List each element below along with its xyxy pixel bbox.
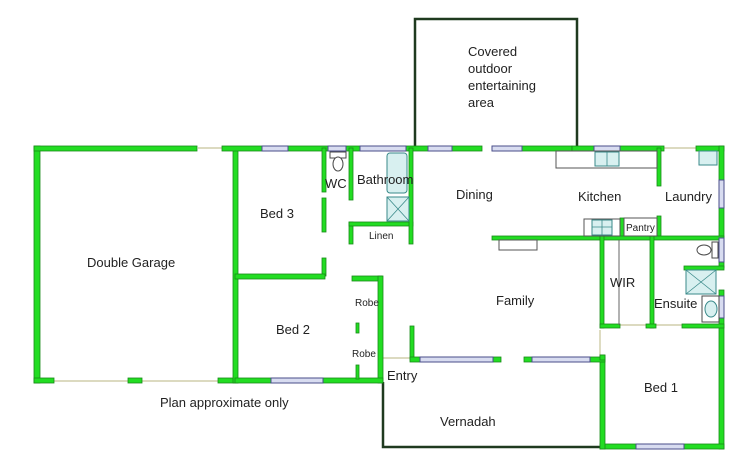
- wall: [599, 235, 725, 241]
- window: [427, 145, 453, 152]
- wall: [649, 235, 655, 329]
- family-bench: [498, 239, 538, 251]
- window: [491, 145, 523, 152]
- window: [718, 179, 725, 209]
- window: [718, 237, 725, 263]
- wall: [348, 221, 414, 227]
- wall: [351, 275, 383, 282]
- wall: [571, 145, 595, 152]
- window: [593, 145, 621, 152]
- label-outdoor-line1: Covered: [468, 44, 517, 59]
- toilet-bowl: [332, 156, 344, 172]
- label-outdoor-line2: outdoor: [468, 61, 513, 76]
- wall: [491, 235, 603, 241]
- label-linen: Linen: [369, 231, 393, 242]
- wall: [321, 197, 327, 233]
- wall: [718, 145, 725, 181]
- vernadah-outline: [381, 382, 602, 449]
- label-bed1: Bed 1: [644, 380, 678, 395]
- wall: [221, 145, 263, 152]
- wall: [599, 235, 605, 329]
- wall: [599, 443, 637, 450]
- label-kitchen: Kitchen: [578, 189, 621, 204]
- wall: [408, 147, 414, 245]
- wall: [619, 217, 625, 239]
- wall: [377, 275, 384, 384]
- wall: [321, 147, 327, 193]
- window: [531, 356, 591, 363]
- wall: [321, 257, 327, 277]
- wall: [521, 145, 573, 152]
- wall: [322, 377, 384, 384]
- wall: [683, 265, 725, 271]
- label-bed3: Bed 3: [260, 206, 294, 221]
- wall: [409, 356, 421, 363]
- wall: [718, 317, 725, 450]
- wall: [718, 289, 725, 297]
- room-labels: Covered outdoor entertaining area Double…: [87, 44, 712, 429]
- wall: [33, 377, 55, 384]
- window: [359, 145, 407, 152]
- label-dining: Dining: [456, 187, 493, 202]
- fixtures: [329, 150, 720, 325]
- wall: [656, 147, 662, 187]
- wall: [348, 147, 354, 201]
- wall: [33, 145, 198, 152]
- plan-caption: Plan approximate only: [160, 395, 289, 410]
- label-laundry: Laundry: [665, 189, 712, 204]
- wall: [681, 323, 725, 329]
- wall: [718, 207, 725, 239]
- wall: [234, 273, 326, 280]
- label-vernadah: Vernadah: [440, 414, 496, 429]
- label-bathroom: Bathroom: [357, 172, 413, 187]
- label-ensuite: Ensuite: [654, 296, 697, 311]
- label-wc: WC: [325, 176, 347, 191]
- outdoor-area-outline: [413, 17, 579, 148]
- wall: [355, 322, 360, 334]
- label-outdoor-line3: entertaining: [468, 78, 536, 93]
- label-robe-bottom: Robe: [352, 349, 376, 360]
- wall: [451, 145, 483, 152]
- door-openings: [54, 147, 696, 382]
- wall: [409, 325, 415, 361]
- ensuite-basin: [704, 300, 718, 318]
- window: [419, 356, 494, 363]
- pantry-shelf: [623, 217, 658, 237]
- wall: [523, 356, 533, 363]
- windows: [261, 145, 725, 450]
- bathtub: [386, 152, 408, 194]
- label-pantry: Pantry: [626, 223, 655, 234]
- window: [270, 377, 324, 384]
- window: [261, 145, 289, 152]
- wall: [492, 356, 502, 363]
- wall: [599, 354, 606, 450]
- walls: [33, 145, 725, 450]
- wall: [599, 323, 621, 329]
- window: [718, 295, 725, 319]
- label-wir: WIR: [610, 275, 635, 290]
- label-outdoor-line4: area: [468, 95, 495, 110]
- wall: [127, 377, 143, 384]
- label-double-garage: Double Garage: [87, 255, 175, 270]
- wall: [355, 364, 360, 380]
- window: [635, 443, 685, 450]
- window: [327, 145, 347, 152]
- wall: [33, 145, 41, 384]
- laundry-tub: [698, 150, 718, 166]
- label-bed2: Bed 2: [276, 322, 310, 337]
- ensuite-toilet-bowl: [696, 244, 712, 256]
- label-robe-top: Robe: [355, 298, 379, 309]
- wall: [656, 215, 662, 239]
- wall: [645, 323, 657, 329]
- wall: [599, 354, 606, 361]
- wall: [234, 377, 272, 384]
- label-family: Family: [496, 293, 535, 308]
- wall: [683, 443, 725, 450]
- label-entry: Entry: [387, 368, 418, 383]
- ensuite-toilet-cistern: [711, 241, 719, 259]
- wall: [232, 147, 239, 384]
